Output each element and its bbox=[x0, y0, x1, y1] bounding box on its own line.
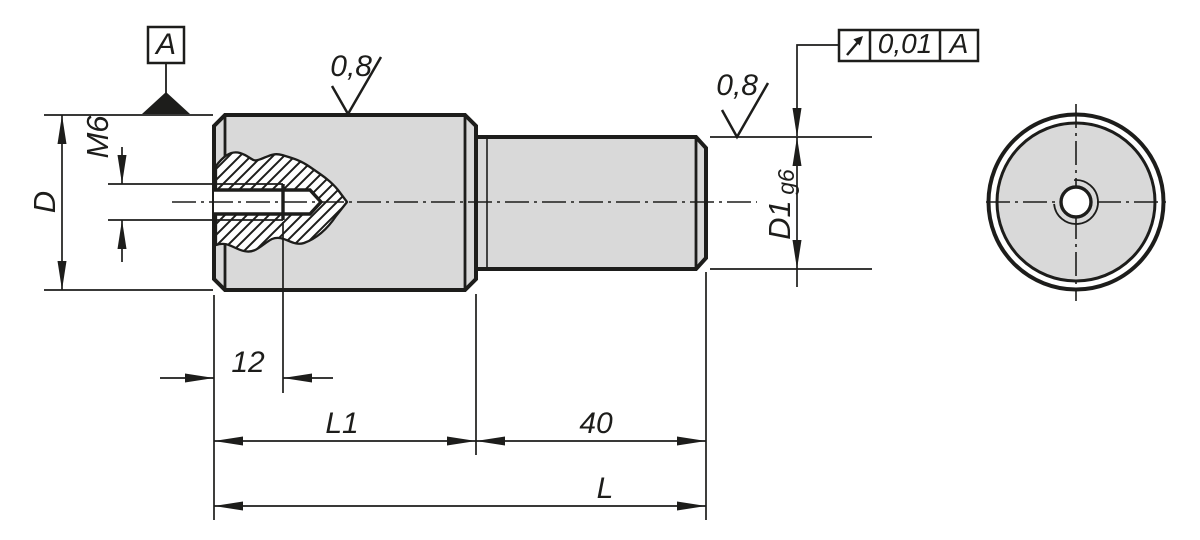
tap-hole-circle bbox=[1059, 185, 1093, 219]
circular-runout-icon bbox=[846, 36, 863, 56]
tolerance-leader bbox=[796, 44, 839, 136]
dimension-40-label: 40 bbox=[579, 407, 613, 440]
tolerance-frame: 0,01 A bbox=[792, 28, 980, 137]
tolerance-leader-arrow bbox=[792, 108, 802, 137]
dimension-body-length: L1 bbox=[214, 407, 476, 446]
dimension-D1-label: D1 bbox=[762, 200, 797, 240]
thread-arc bbox=[1053, 179, 1099, 225]
dimension-total-length: L bbox=[214, 472, 706, 511]
surface-roughness-large: 0,8 bbox=[330, 50, 383, 117]
dimension-L-label: L bbox=[597, 472, 614, 505]
dimension-pin-length: 40 bbox=[476, 407, 706, 446]
tolerance-datum: A bbox=[948, 28, 969, 59]
small-cylinder-outline bbox=[474, 135, 708, 271]
extension-lines-bottom bbox=[213, 222, 707, 520]
front-view bbox=[172, 113, 757, 292]
dimension-L1-label: L1 bbox=[325, 407, 358, 440]
tolerance-value: 0,01 bbox=[878, 28, 933, 59]
dimension-D-label: D bbox=[27, 191, 62, 213]
dimension-M6-label: M6 bbox=[80, 115, 115, 159]
roughness-value-small: 0,8 bbox=[716, 69, 758, 102]
dimension-D1-fit-label: g6 bbox=[773, 169, 799, 195]
dimension-outer-diameter: D bbox=[27, 114, 213, 291]
dimension-thread: M6 bbox=[80, 115, 214, 262]
datum-flag: A bbox=[142, 25, 190, 114]
dimension-pin-diameter: D1 g6 bbox=[710, 136, 872, 287]
dimension-12-label: 12 bbox=[231, 346, 265, 379]
end-view bbox=[986, 104, 1166, 301]
surface-roughness-small: 0,8 bbox=[716, 69, 770, 140]
surface-roughness-check-icon bbox=[330, 56, 383, 117]
dimension-thread-depth: 12 bbox=[160, 346, 333, 383]
datum-label: A bbox=[154, 28, 176, 61]
roughness-value-large: 0,8 bbox=[330, 50, 372, 83]
datum-triangle-icon bbox=[142, 92, 190, 114]
